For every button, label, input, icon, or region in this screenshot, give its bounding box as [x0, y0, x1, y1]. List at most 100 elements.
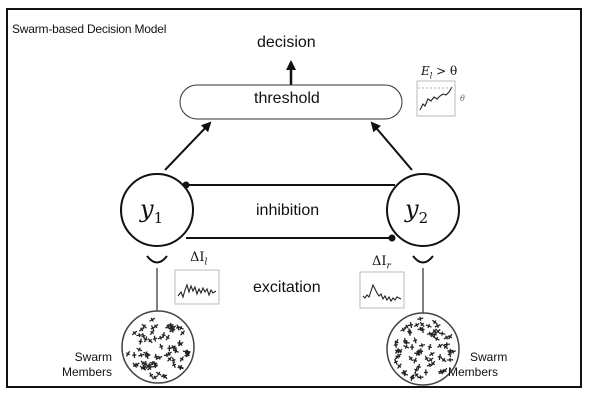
excitation-cup-left [146, 255, 168, 264]
swarm-member [167, 326, 174, 331]
swarm-member [408, 355, 414, 362]
swarm-member [134, 362, 140, 367]
swarm-member [402, 337, 408, 344]
swarm-member [136, 347, 143, 352]
swarm-member [393, 359, 398, 365]
swarm-member [396, 353, 402, 359]
swarm-member [167, 345, 172, 352]
swarm-member [152, 375, 158, 380]
swarm-members-label-right: Swarm Members [448, 350, 507, 380]
swarm-right [386, 312, 460, 386]
y2-symbol: y [405, 195, 419, 223]
swarm-member [162, 374, 168, 380]
swarm-member [394, 347, 400, 354]
swarm-left-line2: Members [62, 365, 113, 379]
swarm-left [121, 310, 195, 384]
delta-i-left-subscript: l [204, 257, 208, 268]
swarm-member [414, 351, 421, 356]
swarm-member [434, 323, 441, 328]
y2-label: y2 [405, 195, 428, 227]
swarm-member [417, 375, 424, 380]
swarm-member [156, 355, 163, 360]
y1-symbol: y [140, 195, 154, 223]
swarm-member [177, 364, 184, 369]
swarm-member [425, 323, 432, 329]
swarm-member [132, 352, 137, 359]
delta-i-right-label: ΔIr [372, 254, 391, 272]
evidence-symbol: E [421, 64, 430, 78]
swarm-member [167, 356, 173, 362]
swarm-members-label-left: Swarm Members [62, 350, 112, 380]
swarm-member [414, 366, 419, 373]
swarm-member [443, 342, 450, 347]
swarm-member [403, 324, 410, 329]
swarm-member [184, 349, 191, 354]
swarm-member [175, 324, 181, 331]
swarm-member [418, 343, 426, 348]
swarm-member [152, 323, 159, 329]
swarm-member [178, 341, 184, 347]
swarm-member [428, 351, 435, 357]
swarm-member [449, 349, 456, 354]
swarm-member [414, 372, 419, 378]
swarm-member [407, 328, 412, 335]
swarm-member [443, 335, 450, 340]
swarm-member [147, 338, 153, 344]
swarm-member [153, 361, 158, 367]
swarm-member [432, 319, 438, 325]
delta-i-right-symbol: ΔI [372, 254, 387, 269]
swarm-member [430, 360, 436, 367]
swarm-member [157, 335, 164, 340]
swarm-member [397, 363, 402, 369]
diagram-title: Swarm-based Decision Model [12, 22, 167, 36]
evidence-side-theta: θ [460, 94, 465, 103]
swarm-member [140, 360, 146, 366]
threshold-label: threshold [254, 90, 320, 107]
signal-trace-left [177, 283, 217, 299]
swarm-member [184, 352, 190, 357]
signal-trace-right [362, 283, 402, 303]
swarm-member [400, 327, 407, 332]
swarm-member [149, 317, 156, 322]
swarm-member [141, 333, 146, 340]
swarm-member [167, 322, 174, 327]
inhibition-dot-right [388, 234, 396, 242]
evidence-condition-label: El > θ [421, 64, 457, 80]
swarm-member [136, 333, 143, 338]
threshold-box [179, 84, 403, 120]
swarm-member [423, 369, 428, 376]
swarm-member [152, 335, 157, 342]
swarm-member [141, 323, 147, 329]
delta-i-right-subscript: r [386, 261, 391, 272]
y1-label: y1 [140, 195, 163, 227]
evidence-subscript: l [429, 71, 433, 81]
swarm-right-members [393, 316, 456, 382]
swarm-member [427, 343, 432, 351]
swarm-member [125, 350, 131, 357]
swarm-member [149, 372, 154, 379]
swarm-right-line2: Members [448, 365, 499, 379]
swarm-member [131, 330, 138, 336]
swarm-member [420, 326, 425, 334]
swarm-left-line1: Swarm [74, 350, 113, 364]
swarm-member [433, 336, 440, 341]
swarm-member [172, 361, 177, 369]
swarm-member [447, 357, 454, 362]
decision-label: decision [257, 34, 316, 51]
y1-node [120, 173, 194, 247]
swarm-member [143, 360, 148, 367]
swarm-member [159, 343, 164, 350]
swarm-member [409, 374, 415, 382]
swarm-right-line1: Swarm [470, 350, 508, 364]
inhibition-label: inhibition [256, 202, 320, 219]
swarm-member [394, 339, 399, 345]
swarm-member [431, 328, 438, 334]
swarm-member [413, 357, 418, 364]
swarm-member [447, 351, 452, 358]
swarm-member [146, 363, 153, 368]
swarm-member [440, 357, 447, 363]
swarm-member [424, 355, 429, 362]
swarm-member [138, 338, 143, 345]
excitation-label: excitation [253, 279, 321, 296]
